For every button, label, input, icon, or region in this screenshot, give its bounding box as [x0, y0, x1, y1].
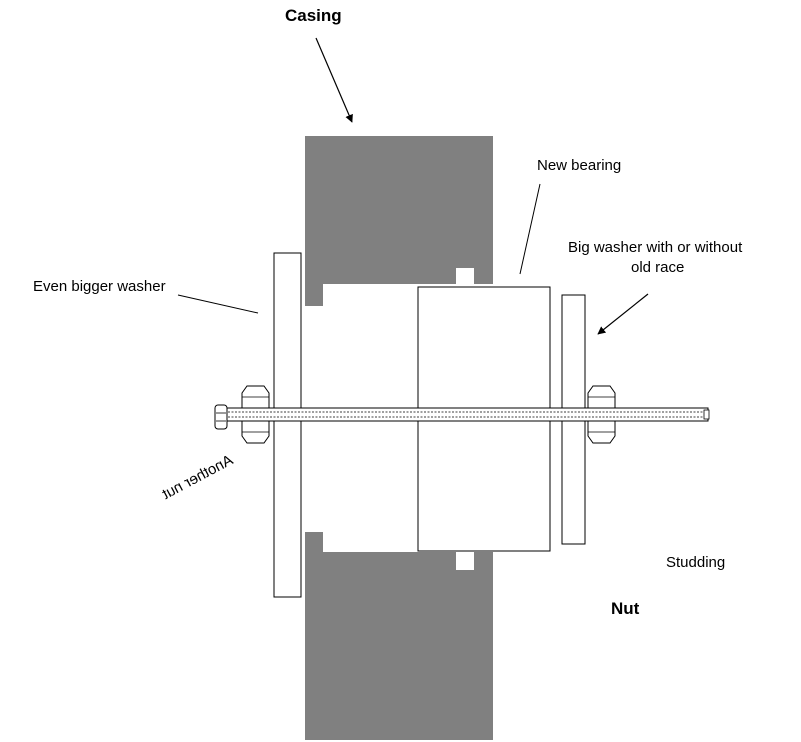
- big-washer-label-line1: Big washer with or without: [568, 239, 743, 256]
- another-nut-shape: [241, 385, 270, 444]
- casing-label: Casing: [285, 6, 342, 25]
- big-washer-label-line2: old race: [631, 259, 684, 276]
- new-bearing-label: New bearing: [537, 157, 621, 174]
- casing-top-block: [305, 136, 493, 284]
- even-bigger-washer-leader: [177, 294, 259, 314]
- casing-bottom-lip: [305, 532, 323, 552]
- even-bigger-washer-label: Even bigger washer: [33, 278, 166, 295]
- casing-notch-top: [456, 268, 474, 288]
- studding-rod: [225, 407, 709, 422]
- nut-shape: [587, 385, 616, 444]
- another-nut-label: Another nut: [159, 452, 236, 504]
- casing: [305, 136, 493, 740]
- casing-bottom-block: [305, 552, 493, 740]
- nut-label: Nut: [611, 599, 640, 618]
- bolt-head: [214, 404, 228, 430]
- casing-arrow: [315, 37, 353, 123]
- casing-notch-bottom: [456, 550, 474, 570]
- even-bigger-washer: [273, 252, 302, 598]
- studding: [225, 407, 710, 422]
- big-washer-arrow: [597, 293, 649, 335]
- studding-label: Studding: [666, 554, 725, 571]
- new-bearing-leader: [519, 183, 541, 275]
- casing-top-lip: [305, 284, 323, 306]
- studding-end-cap: [703, 409, 710, 420]
